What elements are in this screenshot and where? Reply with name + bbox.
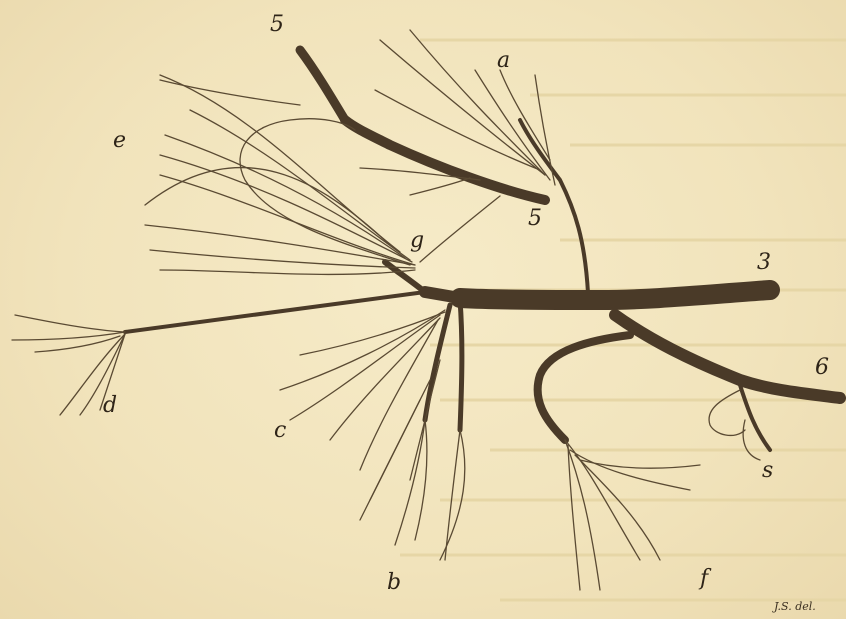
branch-b1 [460,300,462,430]
label-3: 3 [757,252,771,274]
label-b: b [387,572,401,594]
branch-6 [615,315,840,398]
fibres-e [145,75,415,274]
branch-5-top [300,50,345,120]
artist-signature: J.S. del. [774,600,816,613]
trunk-3-taper [425,292,460,298]
label-a: a [497,50,510,72]
label-6: 6 [815,357,829,379]
branch-6-fork [740,385,770,450]
fibres-b [360,360,465,560]
label-c: c [274,420,286,442]
branch-f [538,335,630,440]
connector-g [420,196,500,262]
label-d: d [103,395,117,417]
fibres-f [565,440,700,590]
trunk-3 [460,290,770,300]
branch-d [125,292,425,332]
label-s: s [762,460,773,482]
label-g: g [410,230,424,252]
label-5-top: 5 [270,14,284,36]
branch-5-lower [385,262,425,292]
label-5-mid: 5 [528,208,542,230]
fibres-a [375,30,555,185]
label-e: e [113,130,126,152]
label-f: f [700,568,708,590]
fibres-c [280,310,445,470]
fibres-5 [160,80,480,195]
